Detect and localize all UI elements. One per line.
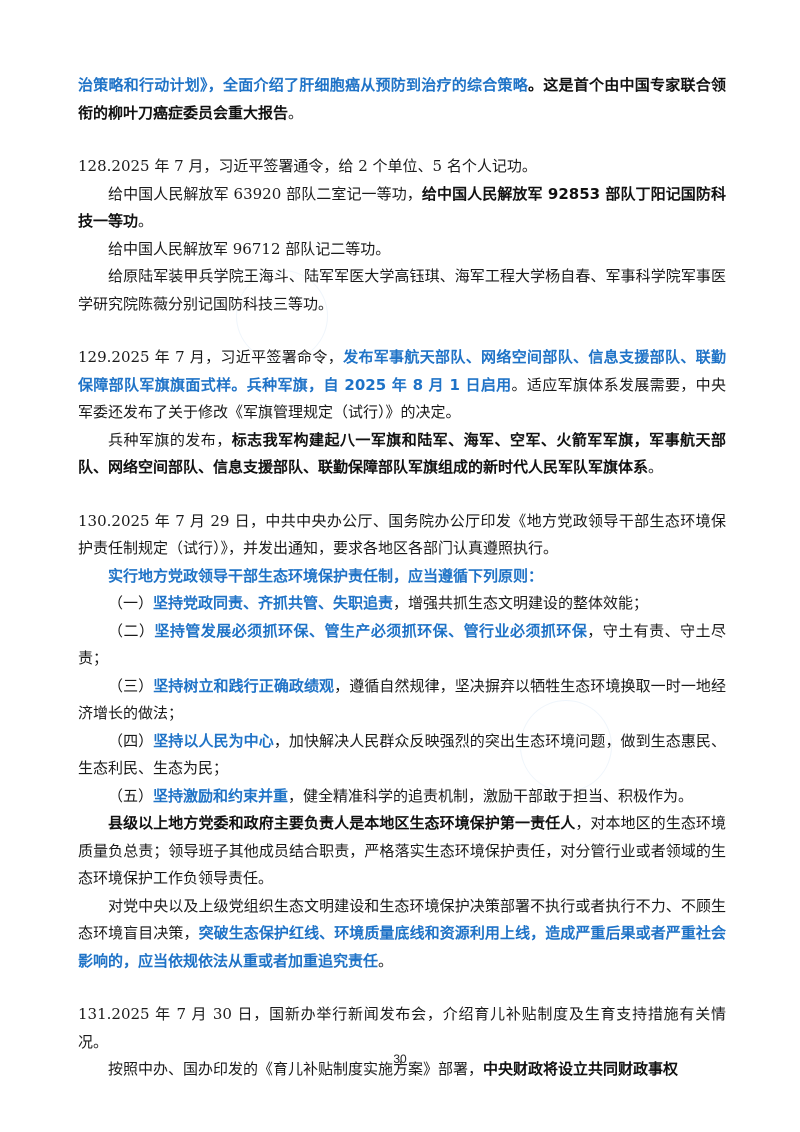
item-128-line-2: 给中国人民解放军 96712 部队记二等功。 [108,239,391,258]
paragraph-p0: 治策略和行动计划》，全面介绍了肝细胞癌从预防到治疗的综合策略。这是首个由中国专家… [78,76,726,122]
item-129-line-1: 兵种军旗的发布，标志我军构建起八一军旗和陆军、海军、空军、火箭军军旗，军事航天部… [78,430,726,477]
item-129-heading: 129.2025 年 7 月，习近平签署命令，发布军事航天部队、网络空间部队、信… [78,348,726,421]
item-128-line-3: 给原陆军装甲兵学院王海斗、陆军军医大学高钰琪、海军工程大学杨自春、军事科学院军事… [78,267,726,313]
principle-item: （一）坚持党政同责、齐抓共管、失职追责，增强共抓生态文明建设的整体效能； [108,594,649,612]
principle-item: （二）坚持管发展必须抓环保、管生产必须抓环保、管行业必须抓环保，守土有责、守土尽… [78,621,726,668]
item-130-principle-title: 实行地方党政领导干部生态环境保护责任制，应当遵循下列原则： [108,566,544,585]
principle-item: （三）坚持树立和践行正确政绩观，遵循自然规律，坚决摒弃以牺牲生态环境换取一时一地… [78,676,726,723]
item-128-heading: 128.2025 年 7 月，习近平签署通令，给 2 个单位、5 名个人记功。 [78,157,537,175]
item-131-heading: 131.2025 年 7 月 30 日，国新办举行新闻发布会，介绍育儿补贴制度及… [78,1005,726,1051]
item-130-responsibility: 县级以上地方党委和政府主要负责人是本地区生态环境保护第一责任人，对本地区的生态环… [78,814,726,887]
item-130-heading: 130.2025 年 7 月 29 日，中共中央办公厅、国务院办公厅印发《地方党… [78,511,726,558]
document-page: 治策略和行动计划》，全面介绍了肝细胞癌从预防到治疗的综合策略。这是首个由中国专家… [78,72,726,1084]
item-130-accountability: 对党中央以及上级党组织生态文明建设和生态环境保护决策部署不执行或者执行不力、不顾… [78,896,726,970]
principle-item: （五）坚持激励和约束并重，健全精准科学的追责机制，激励干部敢于担当、积极作为。 [108,786,694,805]
item-131-line-1: 按照中办、国办印发的《育儿补贴制度实施方案》部署，中央财政将设立共同财政事权 [108,1060,679,1078]
page-number: 30 [393,1052,407,1066]
item-128-line-1: 给中国人民解放军 63920 部队二室记一等功，给中国人民解放军 92853 部… [78,184,726,231]
principle-item: （四）坚持以人民为中心，加快解决人民群众反映强烈的突出生态环境问题，做到生态惠民… [78,731,726,778]
